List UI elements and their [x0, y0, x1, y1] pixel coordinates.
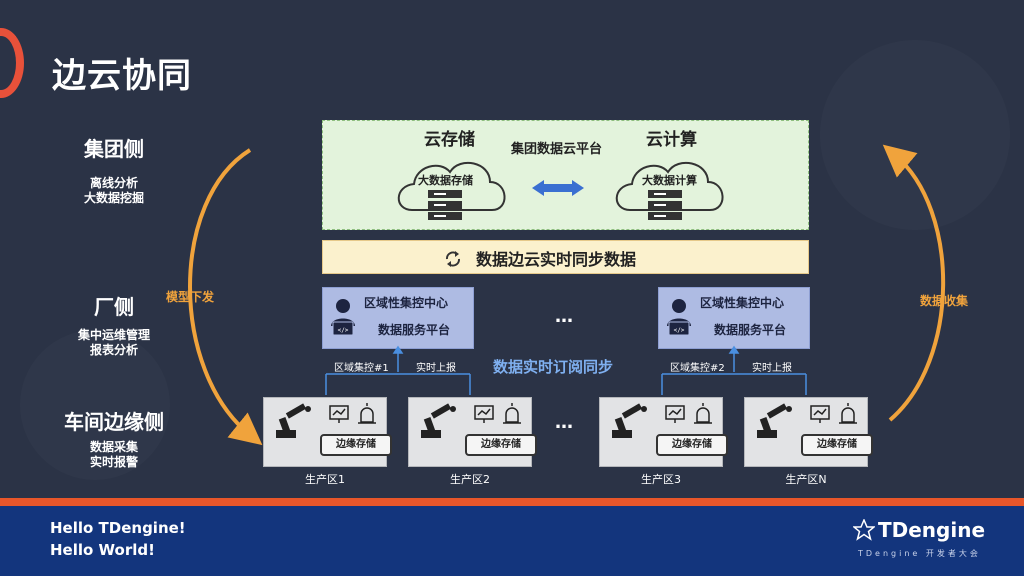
edge-storage-chip: 边缘存储: [801, 434, 873, 456]
workshop-side-line: 数据采集: [89, 440, 138, 454]
cloud-compute-title: 云计算: [646, 130, 697, 150]
factory-side-title: 厂侧: [94, 295, 134, 319]
footer-brand-sub: TDengine 开发者大会: [858, 549, 981, 558]
alarm-icon: [358, 403, 376, 424]
double-arrow-icon: [532, 180, 584, 196]
region-ellipsis: …: [555, 306, 575, 327]
footer-hello-line1: Hello TDengine!: [50, 519, 186, 537]
region-center-box: [322, 287, 474, 349]
workshop-side-line: 实时报警: [89, 455, 138, 469]
factory-side-desc: 集中运维管理 报表分析: [14, 328, 214, 358]
region-center-line1: 区域性集控中心: [700, 296, 785, 310]
robot-arm-icon: [757, 403, 792, 438]
model-dispatch-label: 模型下发: [166, 290, 215, 304]
footer-hello-line2: Hello World!: [50, 541, 155, 559]
region-report-label: 实时上报: [752, 363, 792, 374]
region-center-line2: 数据服务平台: [378, 323, 451, 337]
factory-side-line: 报表分析: [89, 343, 138, 357]
alarm-icon: [503, 403, 521, 424]
edge-storage-chip: 边缘存储: [465, 434, 537, 456]
region-control-label: 区域集控#2: [670, 363, 725, 374]
svg-text:</>: </>: [338, 327, 349, 334]
region-center-line2: 数据服务平台: [714, 323, 787, 337]
robot-arm-icon: [421, 403, 456, 438]
region-center-box: [658, 287, 810, 349]
region-report-label: 实时上报: [416, 363, 456, 374]
operator-icon: </>: [667, 299, 691, 336]
zone-ellipsis: …: [555, 412, 575, 433]
alarm-icon: [839, 403, 857, 424]
region-control-label: 区域集控#1: [334, 363, 389, 374]
workshop-side-title: 车间边缘侧: [64, 410, 164, 434]
operator-icon: </>: [331, 299, 355, 336]
footer-stripe: [0, 498, 1024, 506]
production-zone-label: 生产区3: [641, 473, 681, 486]
cloud-storage-title: 云存储: [424, 130, 475, 150]
robot-arm-icon: [276, 403, 311, 438]
cloud-storage-icon: [397, 162, 506, 220]
group-side-line: 离线分析: [89, 176, 138, 190]
model-dispatch-arrow: [188, 148, 263, 446]
production-zone-label: 生产区2: [450, 473, 490, 486]
cloud-storage-text: 大数据存储: [418, 174, 473, 187]
monitor-icon: [810, 405, 830, 423]
alarm-icon: [694, 403, 712, 424]
region-center-line1: 区域性集控中心: [364, 296, 449, 310]
cloud-compute-icon: [615, 162, 724, 220]
robot-arm-icon: [612, 403, 647, 438]
tdengine-logo-icon: [853, 519, 875, 541]
cloud-platform-box: [322, 120, 809, 230]
sync-bar-label: 数据边云实时同步数据: [476, 250, 637, 269]
subscription-label: 数据实时订阅同步: [493, 358, 614, 376]
production-zone-label: 生产区N: [785, 473, 827, 486]
page-title: 边云协同: [52, 56, 192, 96]
server-icon: [648, 190, 682, 220]
monitor-icon: [665, 405, 685, 423]
group-side-line: 大数据挖掘: [83, 191, 144, 205]
footer: [0, 506, 1024, 576]
data-collect-label: 数据收集: [920, 294, 969, 308]
factory-side-line: 集中运维管理: [77, 328, 150, 342]
footer-brand: TDengine: [878, 518, 986, 542]
cloud-compute-text: 大数据计算: [642, 174, 697, 187]
edge-storage-chip: 边缘存储: [656, 434, 728, 456]
sync-bar: [322, 240, 809, 274]
group-side-title: 集团侧: [84, 137, 144, 161]
cloud-platform-name: 集团数据云平台: [511, 142, 603, 157]
server-icon: [428, 190, 462, 220]
group-side-desc: 离线分析 大数据挖掘: [14, 176, 214, 206]
edge-storage-chip: 边缘存储: [320, 434, 392, 456]
monitor-icon: [474, 405, 494, 423]
monitor-icon: [329, 405, 349, 423]
svg-text:</>: </>: [674, 327, 685, 334]
sync-icon: [446, 251, 460, 267]
production-zone-label: 生产区1: [305, 473, 345, 486]
data-collect-arrow: [882, 144, 946, 422]
workshop-side-desc: 数据采集 实时报警: [14, 440, 214, 470]
